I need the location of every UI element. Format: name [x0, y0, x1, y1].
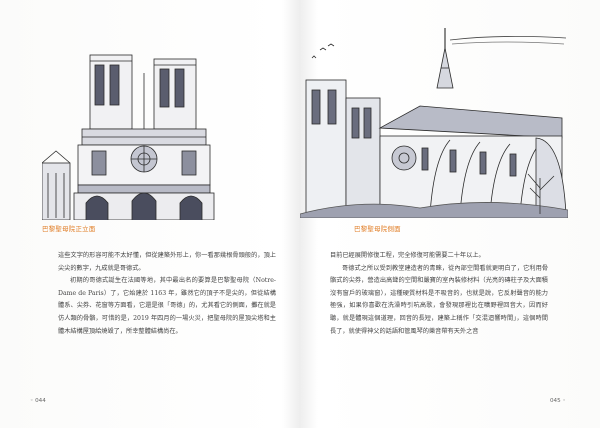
left-page: 巴黎聖母院正立面 這些文字的形容可能不太好懂，但從建築外形上，你一看那幾根骨頭般…: [30, 54, 276, 404]
right-paragraph-2: 哥德式之所以受到教堂建造者的青睞，從內部空間看就更明白了，它利用骨骼式的尖券，營…: [330, 264, 548, 335]
right-paragraph-1: 目前已經展開修復工程，完全修復可能需要二十年以上。: [330, 252, 485, 259]
left-figure-caption: 巴黎聖母院正立面: [42, 225, 96, 233]
right-page: 巴黎聖母院側面 目前已經展開修復工程，完全修復可能需要二十年以上。 哥德式之所以…: [300, 0, 600, 428]
left-page-number: ◦ 044: [30, 398, 46, 404]
left-body-text: 這些文字的形容可能不太好懂，但從建築外形上，你一看那幾根骨頭般的，頂上尖尖的數字…: [58, 250, 276, 338]
right-figure-caption: 巴黎聖母院側面: [354, 225, 401, 233]
front-facade-illustration: [42, 54, 215, 220]
left-paragraph-1: 這些文字的形容可能不太好懂，但從建築外形上，你一看那幾根骨頭般的，頂上尖尖的數字…: [58, 252, 276, 272]
left-paragraph-2: 初期的哥德式誕生在法國等地，其中最出名的要算是巴黎聖母院（Notre-Dame …: [58, 277, 276, 335]
side-view-illustration: [300, 28, 568, 218]
right-page-number: 045 ◦: [550, 398, 566, 404]
right-body-text: 目前已經展開修復工程，完全修復可能需要二十年以上。 哥德式之所以受到教堂建造者的…: [330, 250, 548, 338]
